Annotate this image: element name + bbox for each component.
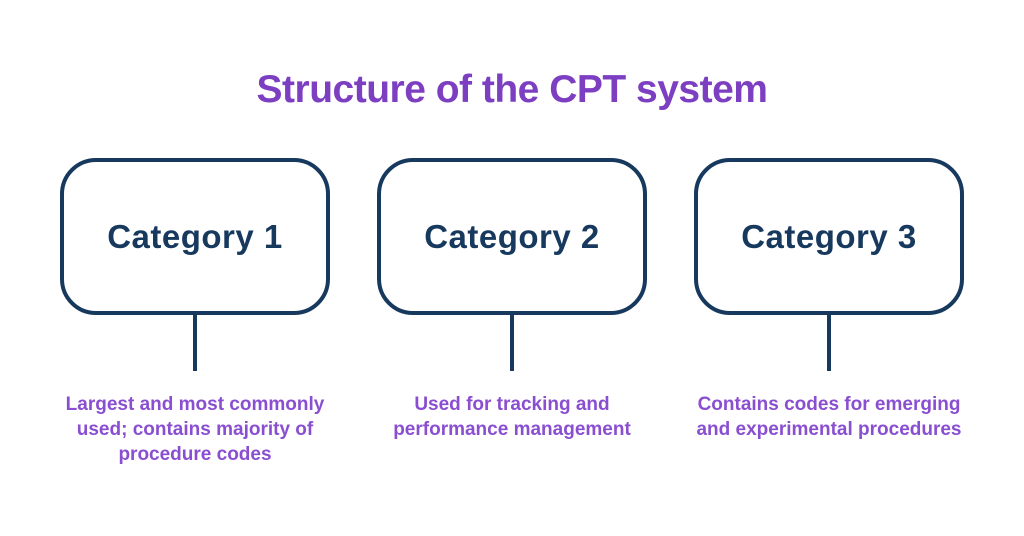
category-columns: Category 1 Largest and most commonly use… [0, 158, 1024, 467]
category-3-label: Category 3 [741, 217, 917, 255]
category-1-label: Category 1 [107, 217, 283, 255]
category-column-1: Category 1 Largest and most commonly use… [44, 158, 346, 467]
page-title: Structure of the CPT system [256, 68, 768, 111]
category-column-2: Category 2 Used for tracking and perform… [361, 158, 663, 467]
category-2-connector-line [510, 315, 514, 371]
category-3-connector-line [827, 315, 831, 371]
category-1-box: Category 1 [60, 158, 330, 315]
category-2-description: Used for tracking and performance manage… [393, 394, 631, 440]
category-1-description: Largest and most commonly used; contains… [65, 394, 325, 465]
category-3-description: Contains codes for emerging and experime… [696, 394, 962, 440]
category-2-box: Category 2 [377, 158, 647, 315]
category-2-label: Category 2 [424, 217, 600, 255]
category-1-connector-line [193, 315, 197, 371]
category-column-3: Category 3 Contains codes for emerging a… [678, 158, 980, 467]
category-3-box: Category 3 [694, 158, 964, 315]
